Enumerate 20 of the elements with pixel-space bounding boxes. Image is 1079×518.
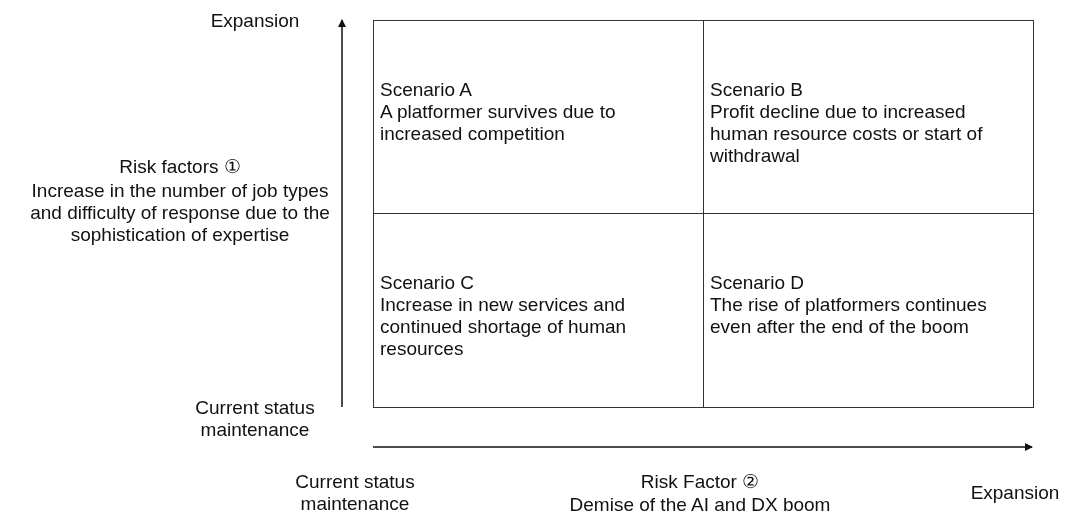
- scenario-title: Scenario D: [710, 272, 805, 294]
- axis-label: Current status maintenance: [194, 397, 316, 441]
- axis-label: Current status maintenance: [294, 471, 416, 515]
- axis-title: Risk factors ①: [118, 156, 242, 178]
- axis-description: Increase in the number of job types and difficulty of response due to the sophistication of expertise: [29, 180, 331, 246]
- scenario-cell: [373, 213, 704, 408]
- scenario-title: Scenario C: [380, 272, 475, 294]
- scenario-cell: [373, 20, 704, 215]
- axis-label: Expansion: [209, 10, 301, 32]
- axis-description: Demise of the AI and DX boom: [568, 494, 832, 516]
- scenario-description: The rise of platformers continues even after the end of the boom: [710, 294, 988, 338]
- scenario-title: Scenario A: [380, 79, 473, 101]
- axis-label: Expansion: [969, 482, 1061, 504]
- scenario-title: Scenario B: [710, 79, 804, 101]
- scenario-description: Increase in new services and continued shortage of human resources: [380, 294, 628, 360]
- scenario-cell: [703, 213, 1034, 408]
- scenario-description: Profit decline due to increased human resource costs or start of withdrawal: [710, 101, 984, 167]
- scenario-description: A platformer survives due to increased competition: [380, 101, 617, 145]
- axis-title: Risk Factor ②: [639, 471, 761, 493]
- scenario-cell: [703, 20, 1034, 215]
